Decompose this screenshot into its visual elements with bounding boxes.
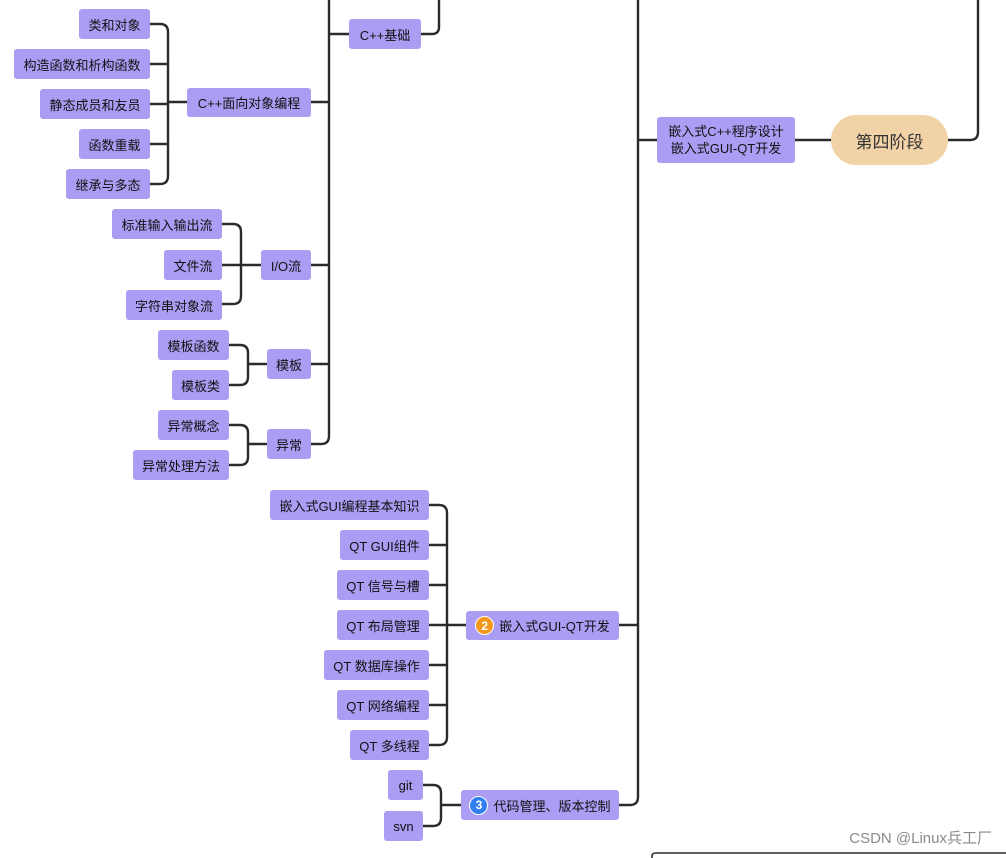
io-item-string[interactable]: 字符串对象流 — [126, 290, 222, 320]
watermark: CSDN @Linux兵工厂 — [849, 830, 992, 847]
vcs-node[interactable]: 3 代码管理、版本控制 — [461, 790, 619, 820]
oop-item-constructors[interactable]: 构造函数和析构函数 — [14, 49, 150, 79]
exception-item-concept[interactable]: 异常概念 — [158, 410, 229, 440]
template-item-class[interactable]: 模板类 — [172, 370, 229, 400]
root-label: 第四阶段 — [855, 132, 924, 152]
gui-node[interactable]: 2 嵌入式GUI-QT开发 — [466, 611, 619, 640]
cpp-basics-node[interactable]: C++基础 — [349, 19, 421, 49]
gui-item-layout[interactable]: QT 布局管理 — [337, 610, 429, 640]
gui-item-basics[interactable]: 嵌入式GUI编程基本知识 — [270, 490, 429, 520]
root-node[interactable]: 第四阶段 — [831, 115, 948, 165]
gui-item-components[interactable]: QT GUI组件 — [340, 530, 429, 560]
vcs-item-svn[interactable]: svn — [384, 811, 423, 841]
io-item-file[interactable]: 文件流 — [164, 250, 222, 280]
io-node[interactable]: I/O流 — [261, 250, 311, 280]
io-item-std[interactable]: 标准输入输出流 — [112, 209, 222, 239]
stage-line-1: 嵌入式C++程序设计 — [668, 124, 784, 139]
vcs-item-git[interactable]: git — [388, 770, 423, 800]
stage-line-2: 嵌入式GUI-QT开发 — [670, 141, 782, 156]
gui-item-signals[interactable]: QT 信号与槽 — [337, 570, 429, 600]
oop-item-inheritance[interactable]: 继承与多态 — [66, 169, 150, 199]
exception-node[interactable]: 异常 — [267, 429, 311, 459]
template-node[interactable]: 模板 — [267, 349, 311, 379]
stage-node[interactable]: 嵌入式C++程序设计 嵌入式GUI-QT开发 — [657, 117, 795, 163]
template-item-function[interactable]: 模板函数 — [158, 330, 229, 360]
oop-item-overload[interactable]: 函数重载 — [79, 129, 150, 159]
oop-node[interactable]: C++面向对象编程 — [187, 88, 311, 117]
oop-item-static-friend[interactable]: 静态成员和友员 — [40, 89, 150, 119]
gui-item-threads[interactable]: QT 多线程 — [350, 730, 429, 760]
badge-2-icon: 2 — [475, 616, 495, 635]
gui-item-network[interactable]: QT 网络编程 — [337, 690, 429, 720]
oop-item-classes[interactable]: 类和对象 — [79, 9, 150, 39]
exception-item-handling[interactable]: 异常处理方法 — [133, 450, 229, 480]
badge-3-icon: 3 — [469, 795, 489, 815]
gui-item-database[interactable]: QT 数据库操作 — [324, 650, 429, 680]
